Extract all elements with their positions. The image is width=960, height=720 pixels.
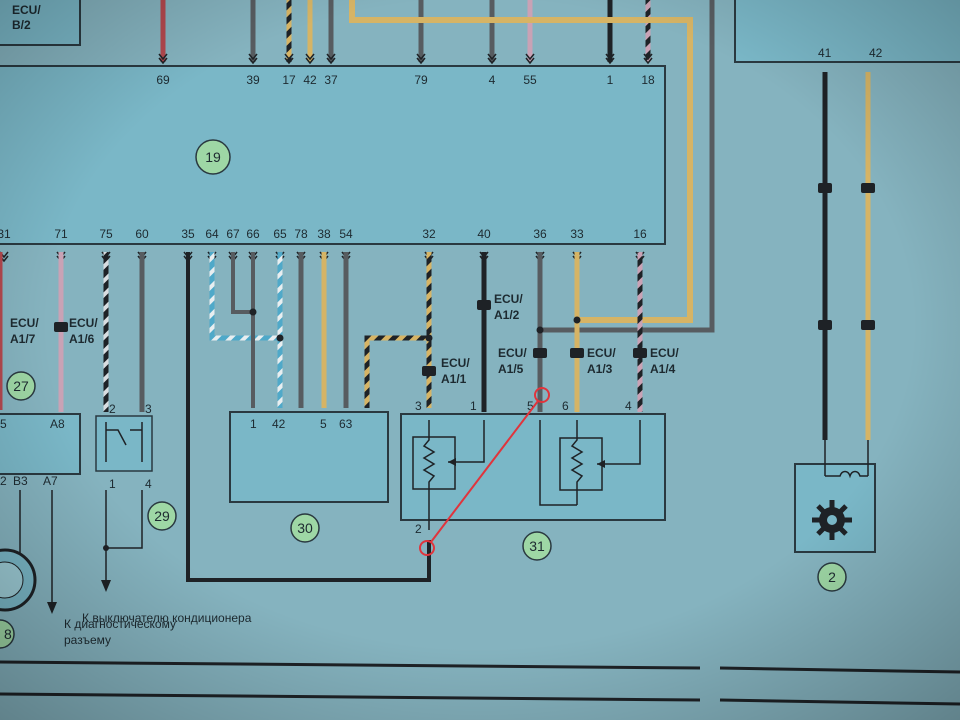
block-31-pin-3: 3	[415, 399, 422, 413]
ecu-top-pin-1: 1	[607, 73, 614, 87]
ecu-bottom-pin-78: 78	[294, 227, 308, 241]
right-pin-41: 41	[818, 46, 832, 60]
ecu-bottom-pin-66: 66	[246, 227, 260, 241]
block-30-pin-5: 5	[320, 417, 327, 431]
ecu-bottom-pin-32: 32	[422, 227, 436, 241]
block-27-pin-5: 5	[0, 417, 7, 431]
block-27-pin-a7: A7	[43, 474, 58, 488]
block-31-pin-2: 2	[415, 522, 422, 536]
ecu-top-pin-37: 37	[324, 73, 338, 87]
block-28-number: 8	[4, 626, 12, 642]
block-2-number: 2	[828, 569, 836, 585]
ecu-bottom-pin-40: 40	[477, 227, 491, 241]
ecu-bottom-pin-16: 16	[633, 227, 647, 241]
block-30-pin-1: 1	[250, 417, 257, 431]
ecu-top-pin-17: 17	[282, 73, 296, 87]
block-29-pin-4: 4	[145, 477, 152, 491]
ecu-bottom-pin-35: 35	[181, 227, 195, 241]
ecu-top-pin-42: 42	[303, 73, 317, 87]
ecu-bottom-pin-64: 64	[205, 227, 219, 241]
ecu-bottom-pin-31: 31	[0, 227, 11, 241]
ecu-bottom-pin-60: 60	[135, 227, 149, 241]
block-31-pin-1: 1	[470, 399, 477, 413]
block-27-number: 27	[13, 378, 29, 394]
ecu-bottom-pin-71: 71	[54, 227, 68, 241]
ecu-bottom-pin-33: 33	[570, 227, 584, 241]
ecu-top-pin-69: 69	[156, 73, 170, 87]
ecu-bottom-pin-38: 38	[317, 227, 331, 241]
right-top-block	[734, 0, 960, 63]
ecu-b2-box: ECU/B/2	[0, 0, 81, 46]
ecu-top-pin-39: 39	[246, 73, 260, 87]
block-29-pin-3: 3	[145, 402, 152, 416]
ecu-bottom-pin-67: 67	[226, 227, 240, 241]
block-31-pin-6: 6	[562, 399, 569, 413]
ecu-block: 19	[0, 65, 666, 245]
block-30-pin-42: 42	[272, 417, 286, 431]
block-30-pin-63: 63	[339, 417, 353, 431]
ecu-bottom-pin-36: 36	[533, 227, 547, 241]
block-31-pin-4: 4	[625, 399, 632, 413]
ecu-top-pin-79: 79	[414, 73, 428, 87]
ecu-number: 19	[205, 149, 221, 165]
block-29-number: 29	[154, 508, 170, 524]
block-27-pin-2: 2	[0, 474, 7, 488]
ecu-bottom-pin-75: 75	[99, 227, 113, 241]
ecu-top-pin-55: 55	[523, 73, 537, 87]
right-pin-42: 42	[869, 46, 883, 60]
ecu-top-pin-18: 18	[641, 73, 655, 87]
block-29-pin-2: 2	[109, 402, 116, 416]
ecu-bottom-pin-54: 54	[339, 227, 353, 241]
block-27-pin-a8: A8	[50, 417, 65, 431]
block-30-number: 30	[297, 520, 313, 536]
block-29-pin-1: 1	[109, 477, 116, 491]
ac-switch-note: К выключателю кондиционера	[82, 611, 252, 625]
block-27-pin-b3: B3	[13, 474, 28, 488]
block-31-number: 31	[529, 538, 545, 554]
ecu-top-pin-4: 4	[489, 73, 496, 87]
ecu-bottom-pin-65: 65	[273, 227, 287, 241]
